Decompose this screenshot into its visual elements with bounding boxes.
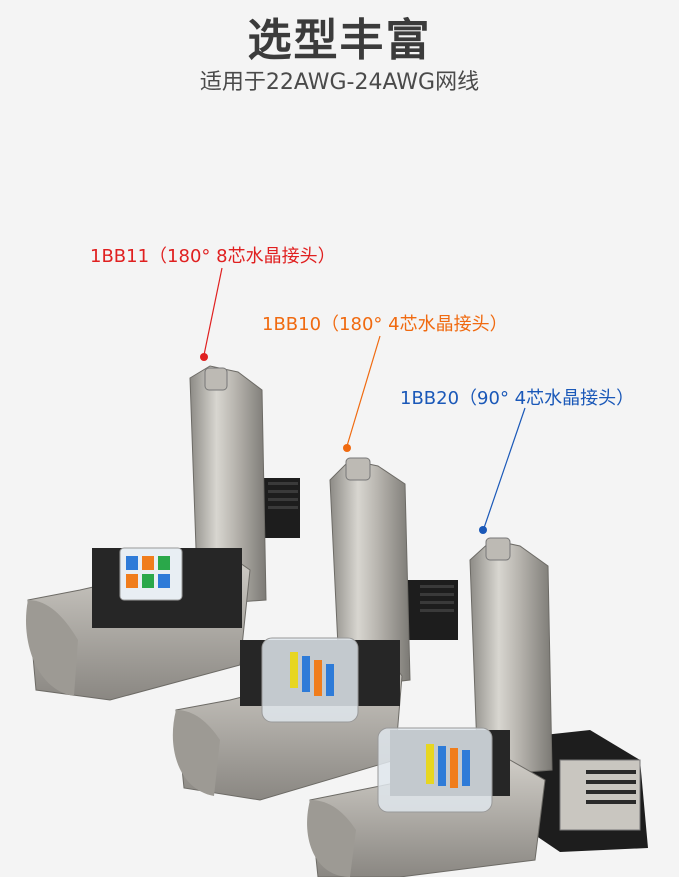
product-label-1bb11: 1BB11（180° 8芯水晶接头） (90, 246, 336, 267)
product-label-1bb20: 1BB20（90° 4芯水晶接头） (400, 388, 635, 409)
leader-line-1bb20 (479, 407, 526, 534)
leader-line-1bb11 (200, 267, 223, 361)
connector-1bb11-image (25, 365, 300, 701)
leader-line-1bb10 (343, 335, 381, 452)
connector-1bb10-image (172, 457, 458, 801)
product-label-1bb10: 1BB10（180° 4芯水晶接头） (262, 314, 508, 335)
page-title: 选型丰富 (247, 15, 432, 66)
connector-1bb20-image (307, 537, 648, 877)
page-subtitle: 适用于22AWG-24AWG网线 (199, 70, 480, 95)
